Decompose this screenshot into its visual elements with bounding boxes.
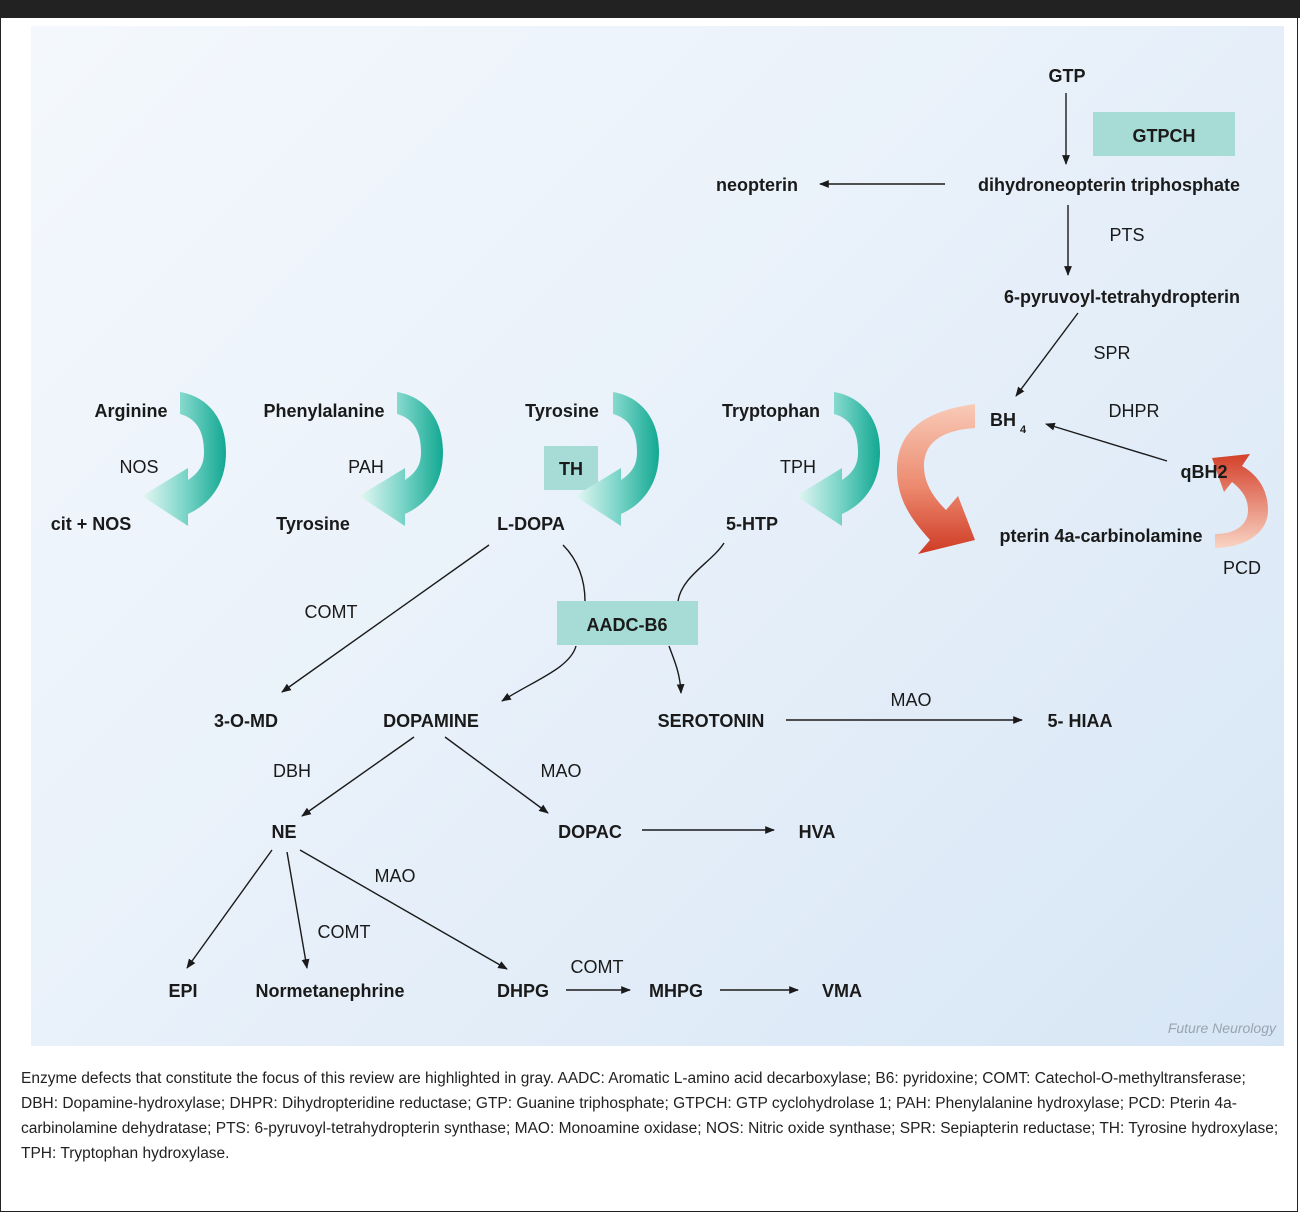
enzyme-mao-serotonin: MAO (890, 690, 931, 710)
aadc-box (557, 601, 698, 645)
gtpch-box (1093, 112, 1235, 156)
curve-ldopa-aadc (562, 544, 586, 602)
arrow-pyruvoyl-bh4 (1015, 312, 1079, 397)
node-dihydroneopterin-triphosphate: dihydroneopterin triphosphate (978, 175, 1240, 195)
node-pterin-4a-carbinolamine: pterin 4a-carbinolamine (999, 526, 1202, 546)
node-mhpg: MHPG (649, 981, 703, 1001)
arrow-ne-dhpg (299, 849, 508, 970)
node-5-hiaa: 5- HIAA (1047, 711, 1112, 731)
node-qbh2: qBH2 (1180, 462, 1227, 482)
node-tryptophan: Tryptophan (722, 401, 820, 421)
node-cit-nos: cit + NOS (51, 514, 132, 534)
figure-caption: Enzyme defects that constitute the focus… (21, 1070, 1279, 1162)
node-tyrosine: Tyrosine (525, 401, 599, 421)
node-3-o-md: 3-O-MD (214, 711, 278, 731)
enzyme-pts: PTS (1109, 225, 1144, 245)
enzyme-aadc-b6: AADC-B6 (587, 615, 668, 635)
figure-frame (0, 18, 1298, 1212)
enzyme-comt-ne: COMT (318, 922, 371, 942)
node-gtp: GTP (1048, 66, 1085, 86)
node-arginine: Arginine (94, 401, 167, 421)
curve-5htp-aadc (677, 542, 725, 602)
node-dopac: DOPAC (558, 822, 622, 842)
node-bh4: BH (990, 410, 1016, 430)
enzyme-spr: SPR (1093, 343, 1130, 363)
enzyme-pcd: PCD (1223, 558, 1261, 578)
enzyme-tph: TPH (780, 457, 816, 477)
enzyme-dbh: DBH (273, 761, 311, 781)
node-dhpg: DHPG (497, 981, 549, 1001)
arrow-ldopa-3omd (281, 544, 490, 693)
top-bar (0, 0, 1300, 18)
enzyme-nos: NOS (119, 457, 158, 477)
figure-credit: Future Neurology (1168, 1020, 1277, 1036)
node-ne: NE (271, 822, 296, 842)
arrow-aadc-serotonin (668, 645, 685, 694)
arrow-ne-epi (186, 849, 273, 969)
enzyme-gtpch: GTPCH (1133, 126, 1196, 146)
arrow-dopamine-dopac (444, 736, 549, 814)
node-vma: VMA (822, 981, 862, 1001)
node-hva: HVA (799, 822, 836, 842)
node-tyrosine-product: Tyrosine (276, 514, 350, 534)
node-dopamine: DOPAMINE (383, 711, 479, 731)
node-5-htp: 5-HTP (726, 514, 778, 534)
enzyme-dhpr: DHPR (1108, 401, 1159, 421)
red-arrow-carbinolamine-to-qbh2 (1212, 454, 1268, 548)
enzyme-mao-dopamine: MAO (540, 761, 581, 781)
arrow-aadc-dopamine (501, 645, 577, 702)
arrow-qbh2-bh4 (1045, 422, 1168, 462)
node-neopterin: neopterin (716, 175, 798, 195)
enzyme-th: TH (559, 459, 583, 479)
enzyme-comt-dhpg: COMT (571, 957, 624, 977)
red-arrow-bh4-to-carbinolamine (897, 404, 975, 554)
enzyme-pah: PAH (348, 457, 384, 477)
node-normetanephrine: Normetanephrine (255, 981, 404, 1001)
diagram-panel (31, 26, 1284, 1046)
node-l-dopa: L-DOPA (497, 514, 565, 534)
th-box (544, 446, 598, 490)
arrow-dopamine-ne (301, 736, 415, 817)
node-serotonin: SEROTONIN (658, 711, 765, 731)
arrow-ne-normetanephrine (286, 851, 310, 969)
node-bh4-subscript: 4 (1020, 424, 1027, 436)
node-phenylalanine: Phenylalanine (263, 401, 384, 421)
node-6-pyruvoyl-tetrahydropterin: 6-pyruvoyl-tetrahydropterin (1004, 287, 1240, 307)
enzyme-mao-ne: MAO (374, 866, 415, 886)
node-epi: EPI (168, 981, 197, 1001)
enzyme-comt-ldopa: COMT (305, 602, 358, 622)
